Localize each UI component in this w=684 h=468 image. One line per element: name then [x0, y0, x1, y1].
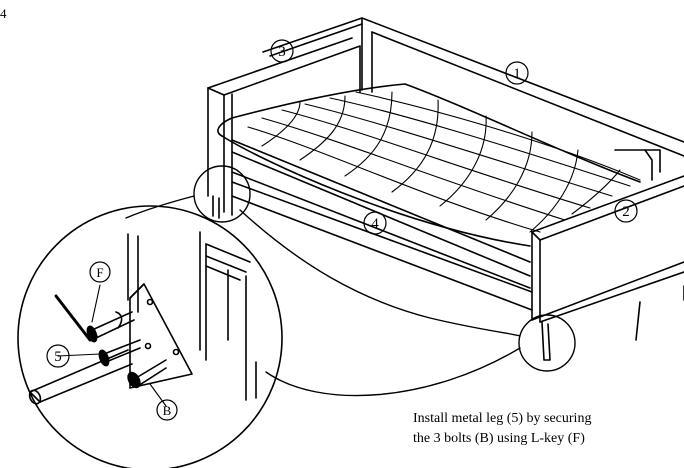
sofa-cushion [217, 83, 641, 289]
sofa-backrest [262, 17, 684, 181]
callout-circle-2 [614, 199, 638, 223]
callout-label-5: 5 [54, 349, 62, 365]
callout-circles [46, 39, 638, 421]
magnified-detail [17, 205, 283, 468]
callout-label-2: 2 [622, 204, 630, 220]
sofa-legs [212, 195, 684, 361]
callout-label-b: B [163, 403, 172, 418]
callout-circle-f [89, 261, 111, 283]
leg-detail-circle-right [518, 314, 576, 372]
leg-detail-circle-left [193, 165, 251, 223]
callout-circle-3 [270, 39, 294, 63]
callout-label-f: F [96, 265, 103, 280]
callout-circle-1 [505, 61, 529, 85]
callout-label-1: 1 [513, 66, 521, 82]
instruction-line-1: Install metal leg (5) by securing [413, 411, 592, 426]
callout-label-4: 4 [371, 216, 379, 232]
page-number: 4 [0, 6, 7, 21]
instruction-text: Install metal leg (5) by securing the 3 … [413, 409, 591, 449]
callout-leaders [57, 284, 167, 407]
instruction-line-2: the 3 bolts (B) using L-key (F) [413, 431, 585, 446]
sofa-left-arm [207, 37, 361, 216]
callout-circle-4 [363, 211, 387, 235]
sofa-right-arm [531, 175, 684, 323]
zoom-leader-lines [125, 195, 521, 397]
callout-circle-b [156, 399, 178, 421]
sofa-front-rail [231, 181, 533, 311]
callout-circle-5 [46, 344, 70, 368]
callout-label-3: 3 [278, 44, 286, 60]
